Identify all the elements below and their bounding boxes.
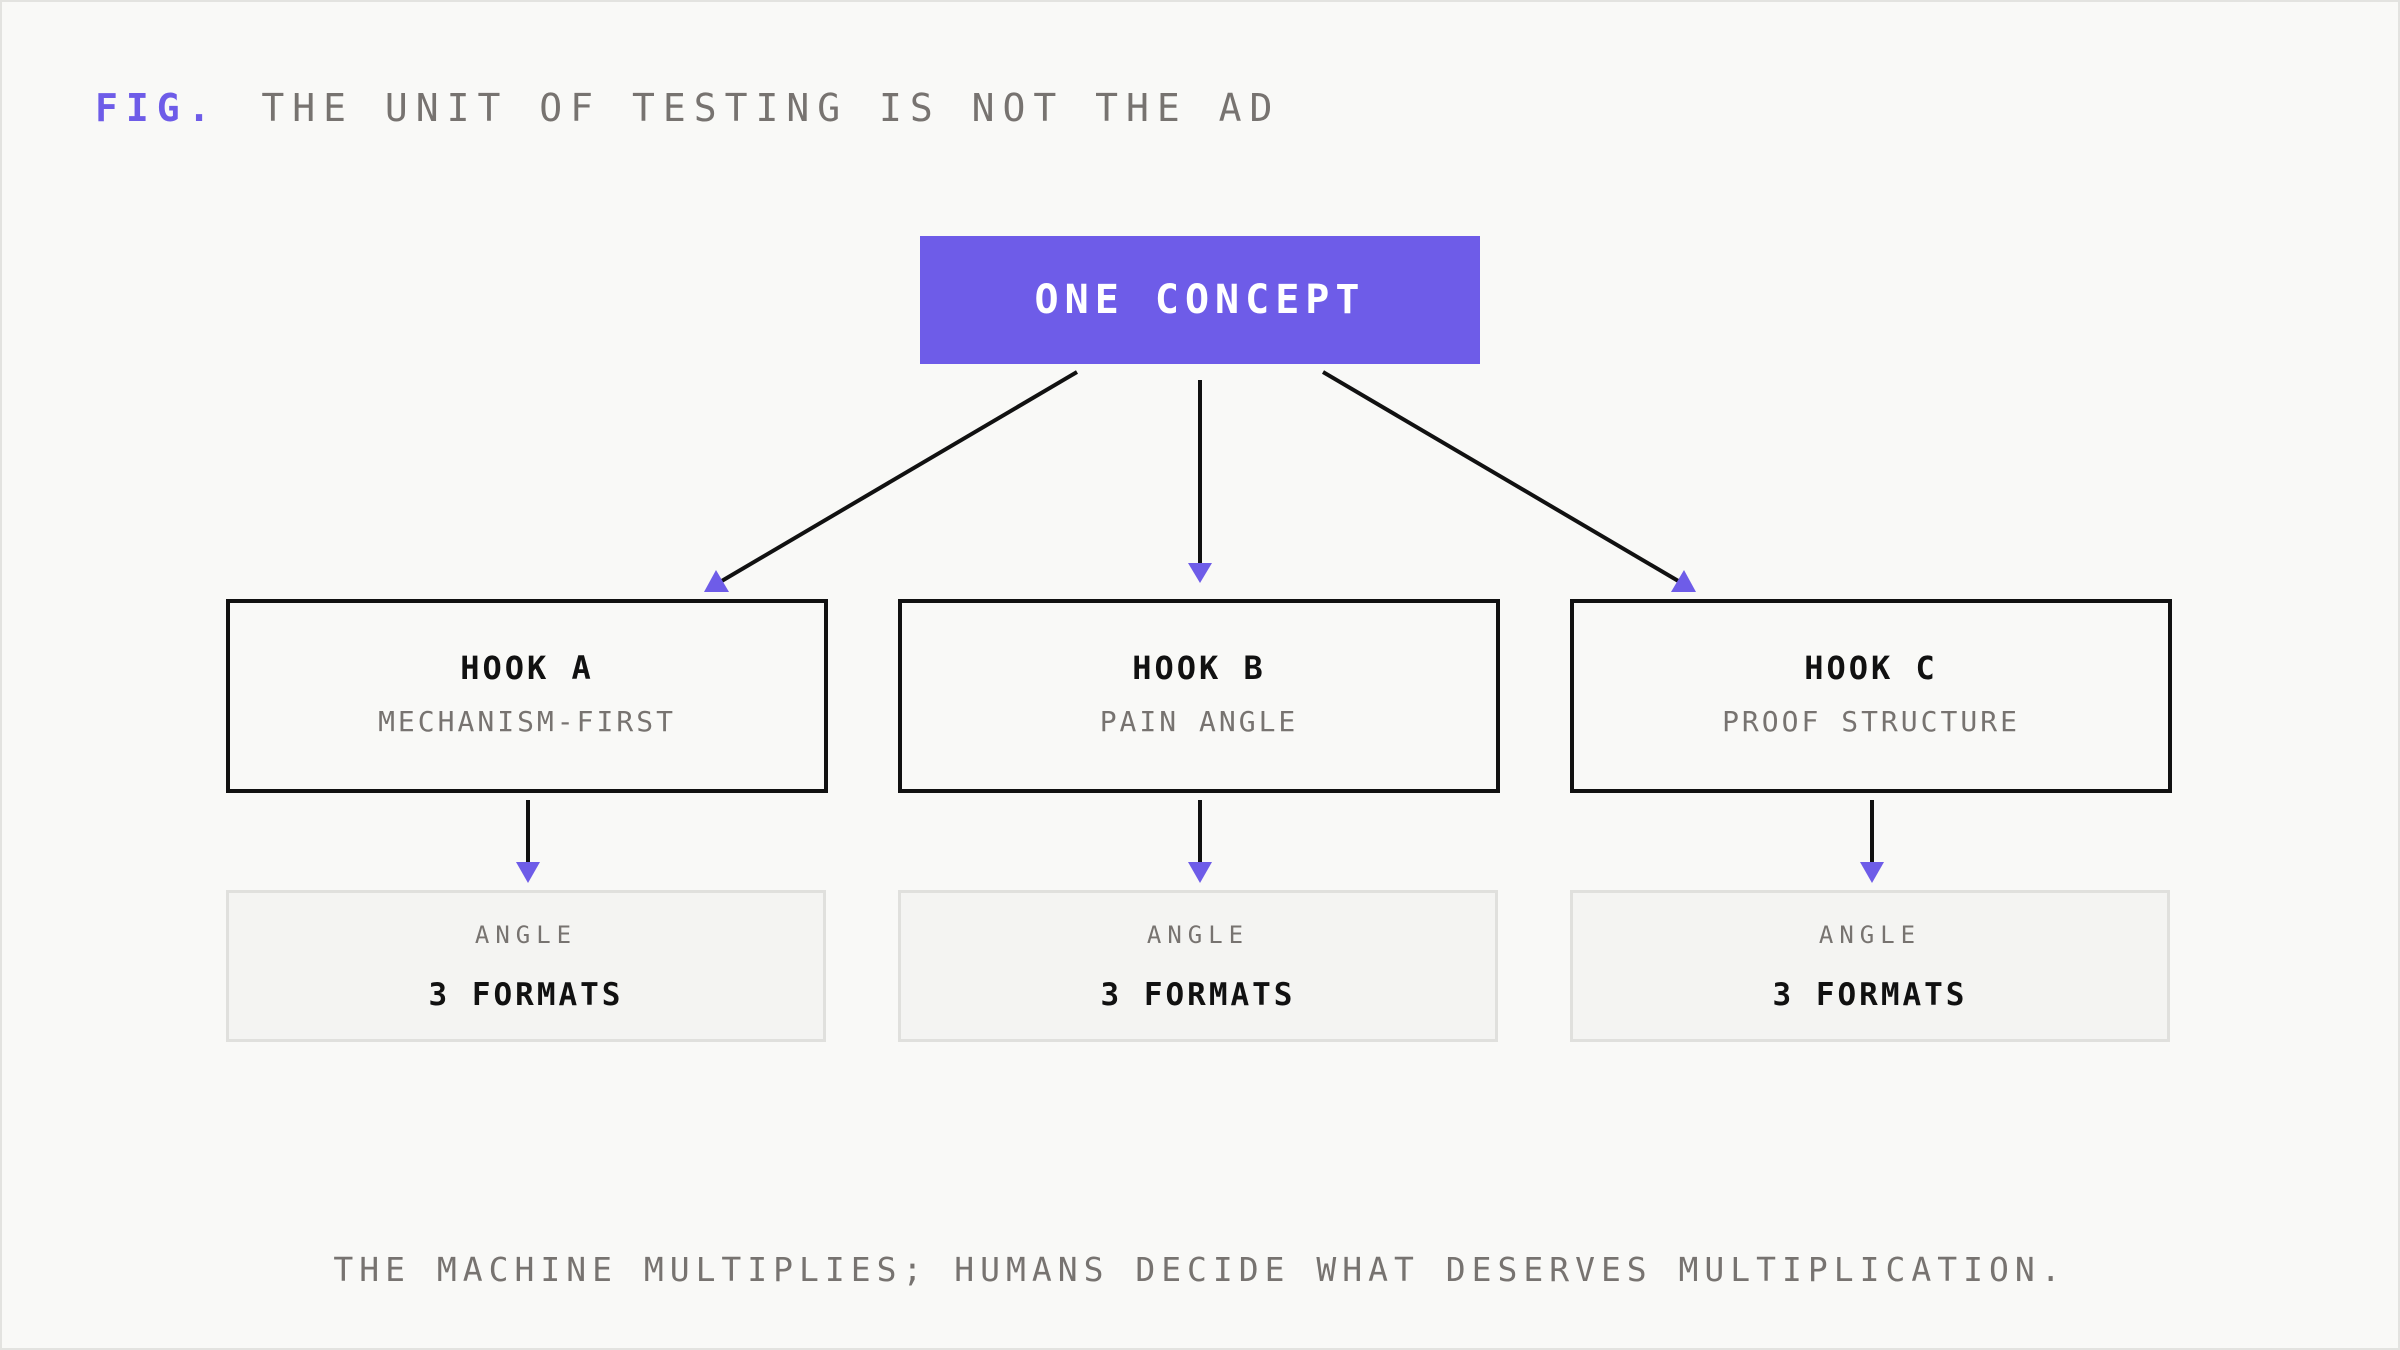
format-label: 3 FORMATS bbox=[1100, 977, 1296, 1013]
hook-title: HOOK A bbox=[460, 649, 594, 687]
hook-title: HOOK C bbox=[1804, 649, 1938, 687]
format-kicker: ANGLE bbox=[1146, 921, 1250, 949]
figure-title: THE UNIT OF TESTING IS NOT THE AD bbox=[261, 86, 1281, 130]
figure-label: FIG. bbox=[95, 86, 219, 130]
format-label: 3 FORMATS bbox=[1772, 977, 1968, 1013]
format-node-c: ANGLE 3 FORMATS bbox=[1570, 890, 2170, 1042]
format-node-b: ANGLE 3 FORMATS bbox=[898, 890, 1498, 1042]
hook-node-a: HOOK A MECHANISM-FIRST bbox=[226, 599, 828, 793]
hook-subtitle: PAIN ANGLE bbox=[1099, 705, 1299, 738]
format-kicker: ANGLE bbox=[1818, 921, 1922, 949]
format-node-a: ANGLE 3 FORMATS bbox=[226, 890, 826, 1042]
figure-heading: FIG. THE UNIT OF TESTING IS NOT THE AD bbox=[95, 86, 1280, 130]
hook-subtitle: PROOF STRUCTURE bbox=[1722, 705, 2020, 738]
concept-node: ONE CONCEPT bbox=[920, 236, 1480, 364]
hook-node-c: HOOK C PROOF STRUCTURE bbox=[1570, 599, 2172, 793]
hook-title: HOOK B bbox=[1132, 649, 1266, 687]
format-kicker: ANGLE bbox=[474, 921, 578, 949]
hook-node-b: HOOK B PAIN ANGLE bbox=[898, 599, 1500, 793]
footer-caption: THE MACHINE MULTIPLIES; HUMANS DECIDE WH… bbox=[333, 1250, 2067, 1289]
concept-label: ONE CONCEPT bbox=[1034, 277, 1366, 323]
hook-subtitle: MECHANISM-FIRST bbox=[378, 705, 676, 738]
format-label: 3 FORMATS bbox=[428, 977, 624, 1013]
